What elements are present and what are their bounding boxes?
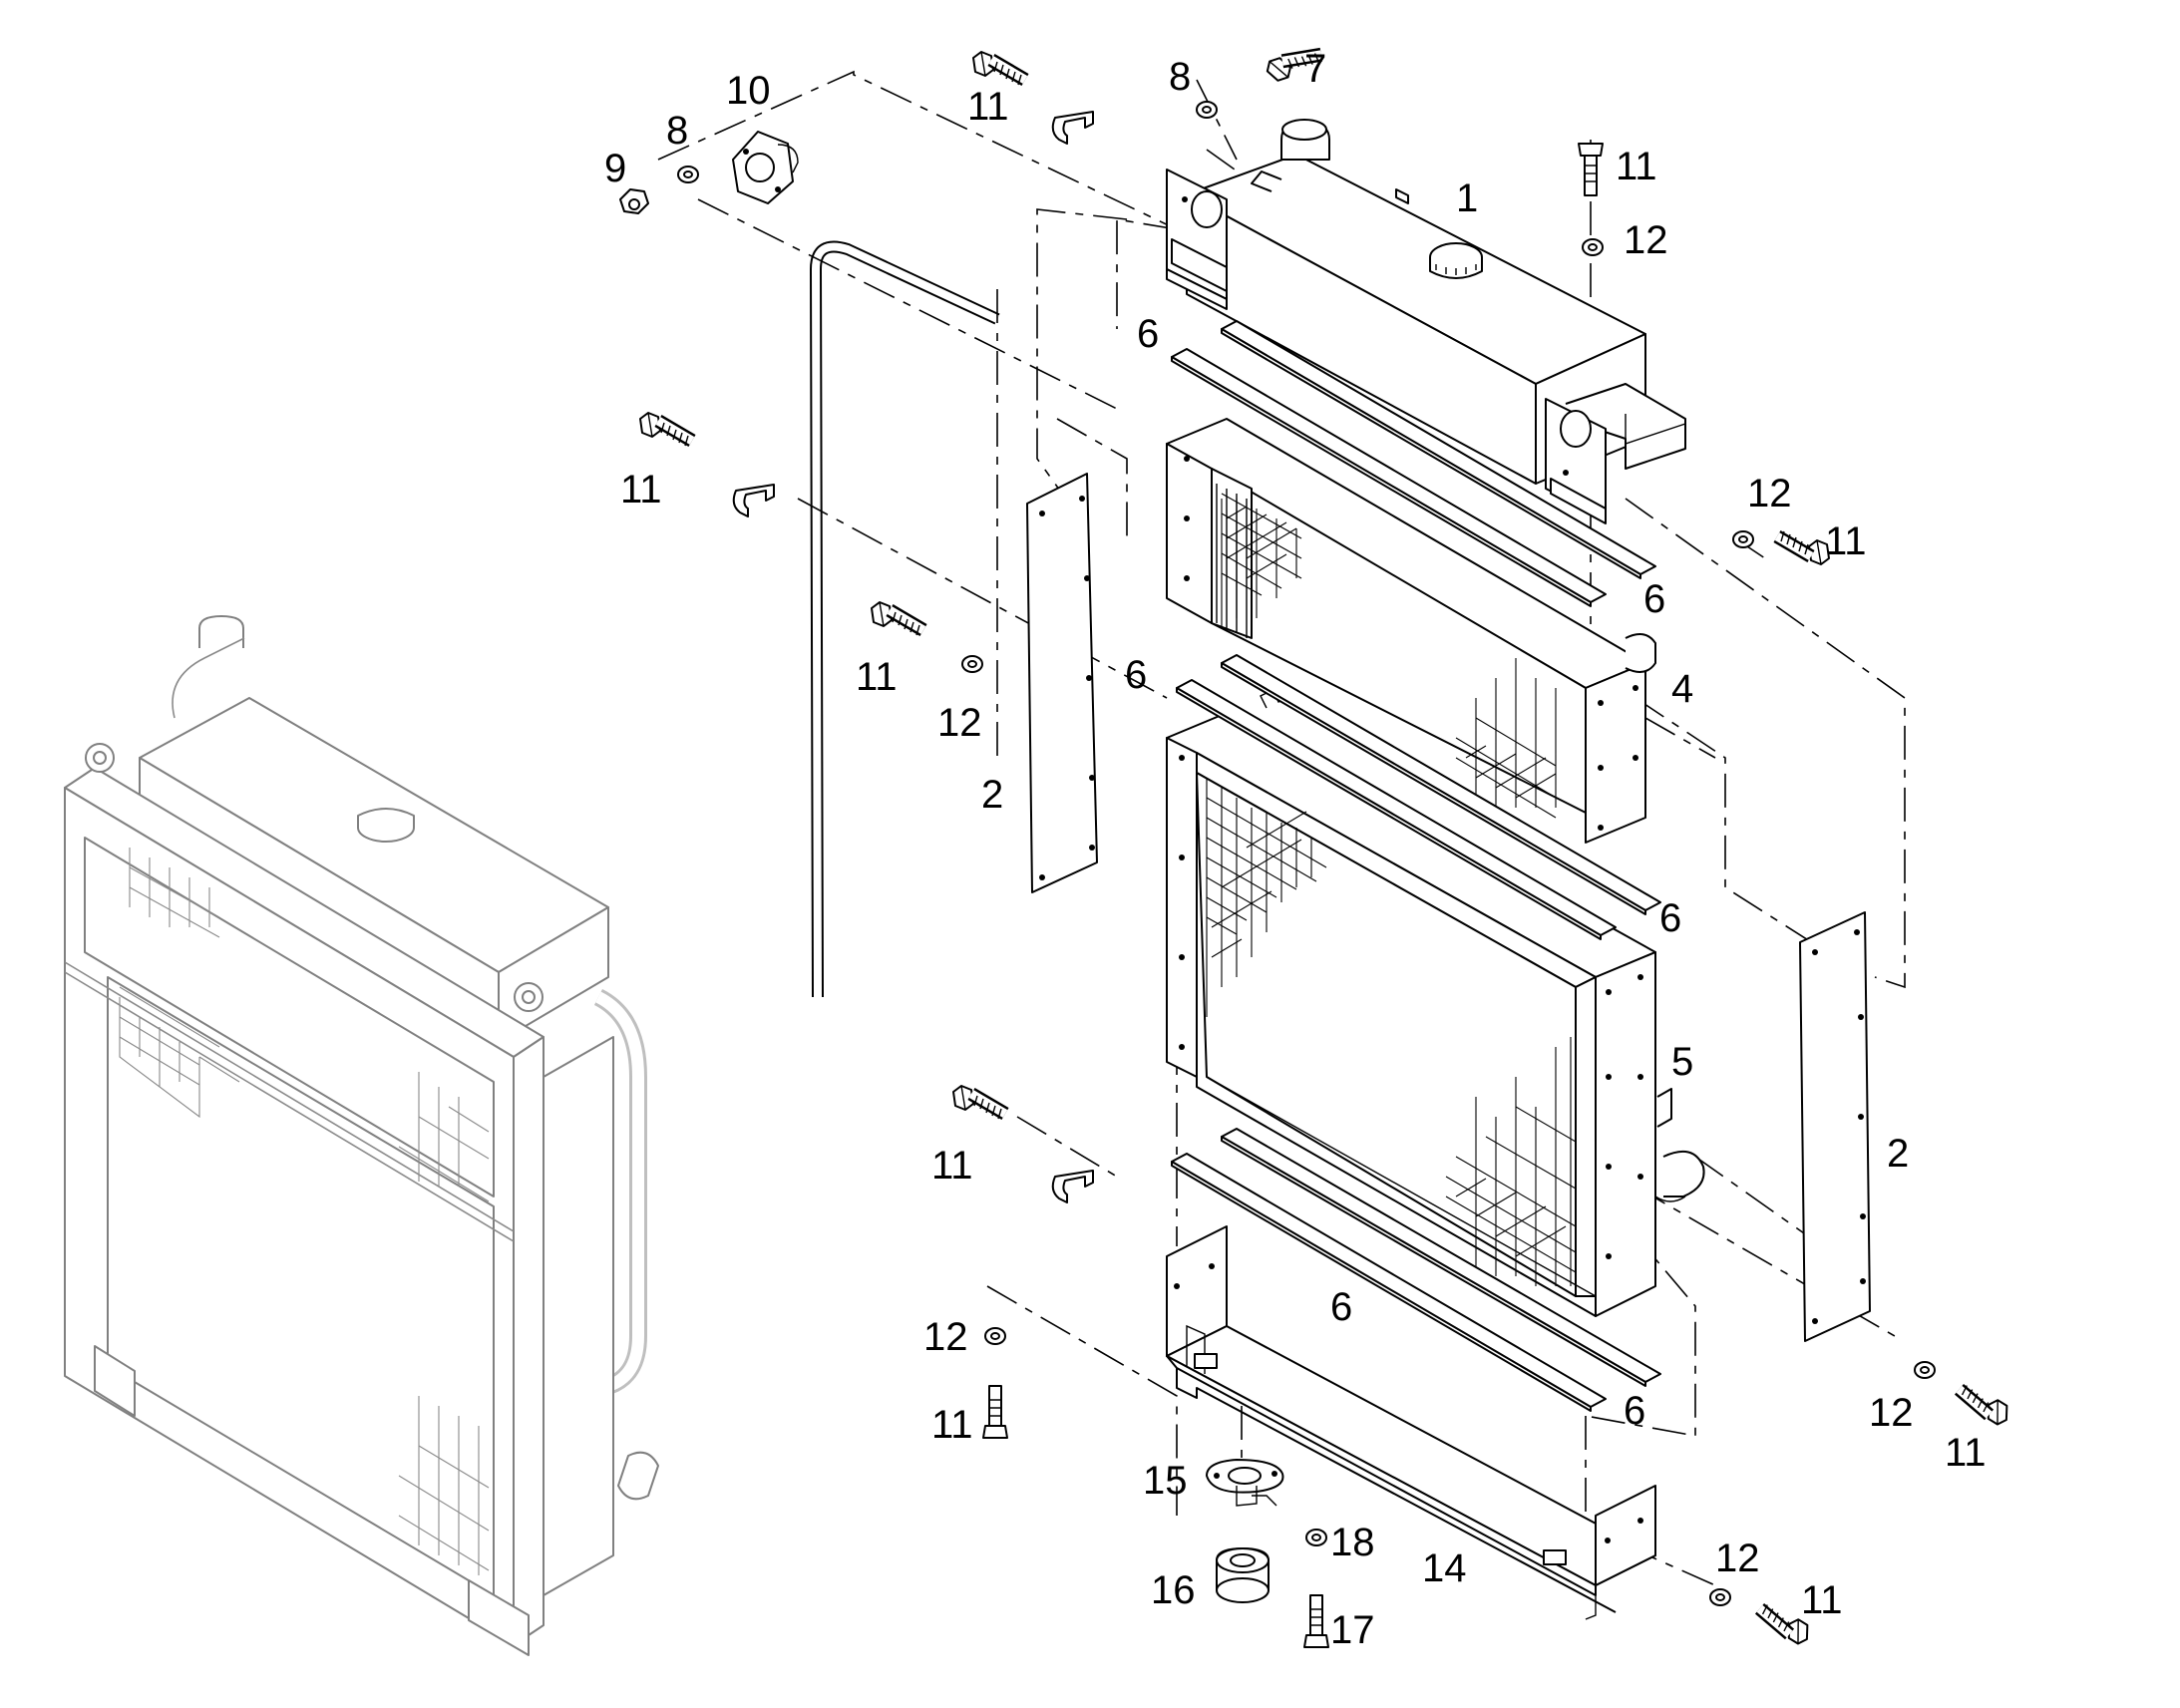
callout-12: 12 <box>1747 472 1792 515</box>
header-tank <box>1166 119 1686 524</box>
rubber-bush <box>1216 1547 1270 1603</box>
callout-9: 9 <box>604 147 626 190</box>
callout-6: 6 <box>1643 577 1665 621</box>
callout-11: 11 <box>1825 519 1867 563</box>
callout-8: 8 <box>666 109 688 153</box>
callout-1: 1 <box>1456 176 1478 220</box>
top-isolator <box>732 131 799 204</box>
callout-6: 6 <box>1624 1389 1645 1433</box>
side-plate-left <box>1026 473 1098 893</box>
callout-12: 12 <box>923 1315 968 1359</box>
callout-17: 17 <box>1330 1608 1375 1652</box>
callout-11: 11 <box>931 1403 973 1447</box>
side-plate-right <box>1799 911 1871 1342</box>
callout-12: 12 <box>1715 1537 1760 1580</box>
callout-6: 6 <box>1330 1285 1352 1329</box>
callout-12: 12 <box>1624 218 1668 262</box>
callout-6: 6 <box>1659 896 1681 940</box>
main-radiator-core <box>1166 689 1705 1317</box>
callout-5: 5 <box>1671 1040 1693 1084</box>
overflow-hose <box>810 240 1000 998</box>
callout-labels: 10 8 9 11 8 7 1 11 12 6 11 12 11 6 11 12… <box>604 47 1987 1652</box>
callout-15: 15 <box>1143 1459 1188 1503</box>
callout-7: 7 <box>1304 47 1326 91</box>
callout-11: 11 <box>1616 145 1657 188</box>
callout-4: 4 <box>1671 667 1693 711</box>
callout-16: 16 <box>1151 1568 1196 1612</box>
callout-6: 6 <box>1137 312 1159 356</box>
callout-18: 18 <box>1330 1521 1375 1564</box>
callout-11: 11 <box>856 655 898 699</box>
mount-plate <box>1206 1459 1284 1507</box>
callout-12: 12 <box>937 701 982 745</box>
callout-11: 11 <box>967 85 1009 129</box>
upper-cooler-core <box>1166 418 1656 844</box>
seal-strips <box>1171 320 1661 1412</box>
callout-2: 2 <box>1887 1132 1909 1176</box>
callout-11: 11 <box>1945 1431 1987 1475</box>
callout-12: 12 <box>1869 1391 1914 1435</box>
callout-11: 11 <box>1801 1578 1843 1622</box>
callout-11: 11 <box>931 1144 973 1188</box>
callout-2: 2 <box>981 773 1003 817</box>
callout-14: 14 <box>1422 1546 1467 1590</box>
callout-8: 8 <box>1169 55 1191 99</box>
hardware <box>619 33 2011 1647</box>
bottom-tray <box>1166 1225 1656 1620</box>
callout-10: 10 <box>726 69 771 113</box>
callout-6: 6 <box>1125 653 1147 697</box>
callout-11: 11 <box>620 468 662 512</box>
assembled-radiator-ghost <box>64 615 659 1656</box>
